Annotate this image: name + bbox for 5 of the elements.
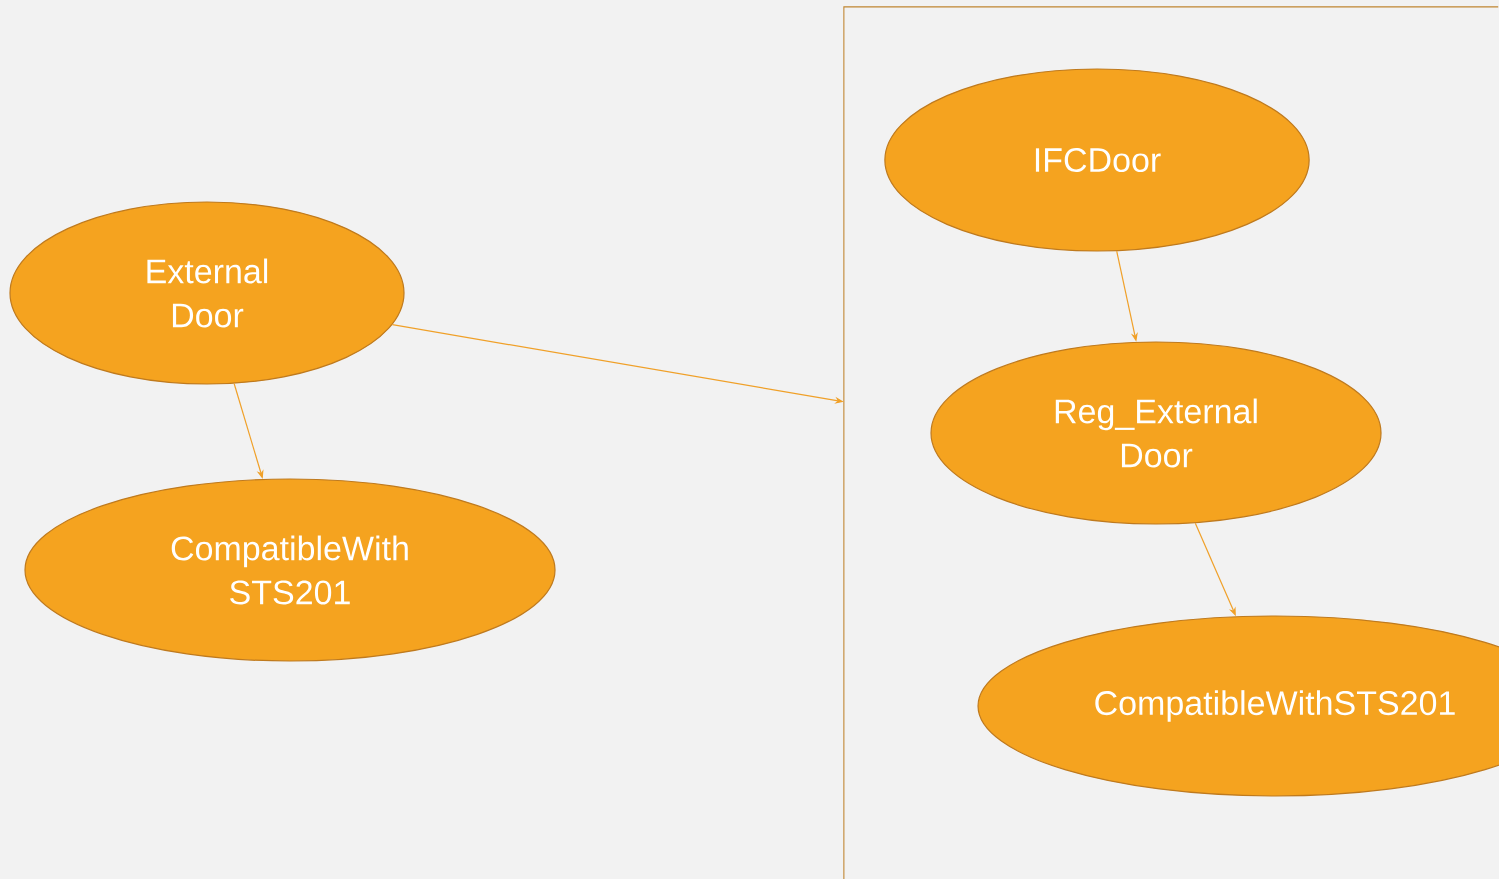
ellipse-node: CompatibleWithSTS201 <box>977 615 1499 797</box>
ellipse-node: IFCDoor <box>884 68 1310 252</box>
ellipse-node: External Door <box>9 201 405 385</box>
ellipse-node: Reg_External Door <box>930 341 1382 525</box>
ellipse-node: CompatibleWith STS201 <box>24 478 556 662</box>
